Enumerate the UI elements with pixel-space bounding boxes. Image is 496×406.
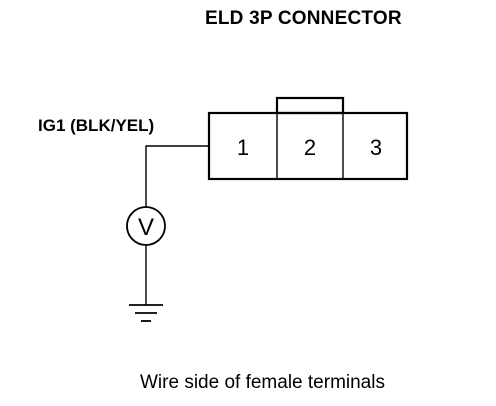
connector-title: ELD 3P CONNECTOR — [205, 8, 402, 29]
terminal-3-label: 3 — [370, 135, 382, 160]
voltmeter-symbol: V — [138, 214, 154, 241]
connector-lock-tab — [275, 96, 345, 115]
terminal-2-label: 2 — [304, 135, 316, 160]
caption: Wire side of female terminals — [140, 372, 385, 393]
wire-label: IG1 (BLK/YEL) — [38, 116, 155, 135]
terminal-1-label: 1 — [237, 135, 249, 160]
probe-wire — [145, 145, 209, 207]
ground-icon — [129, 304, 163, 322]
